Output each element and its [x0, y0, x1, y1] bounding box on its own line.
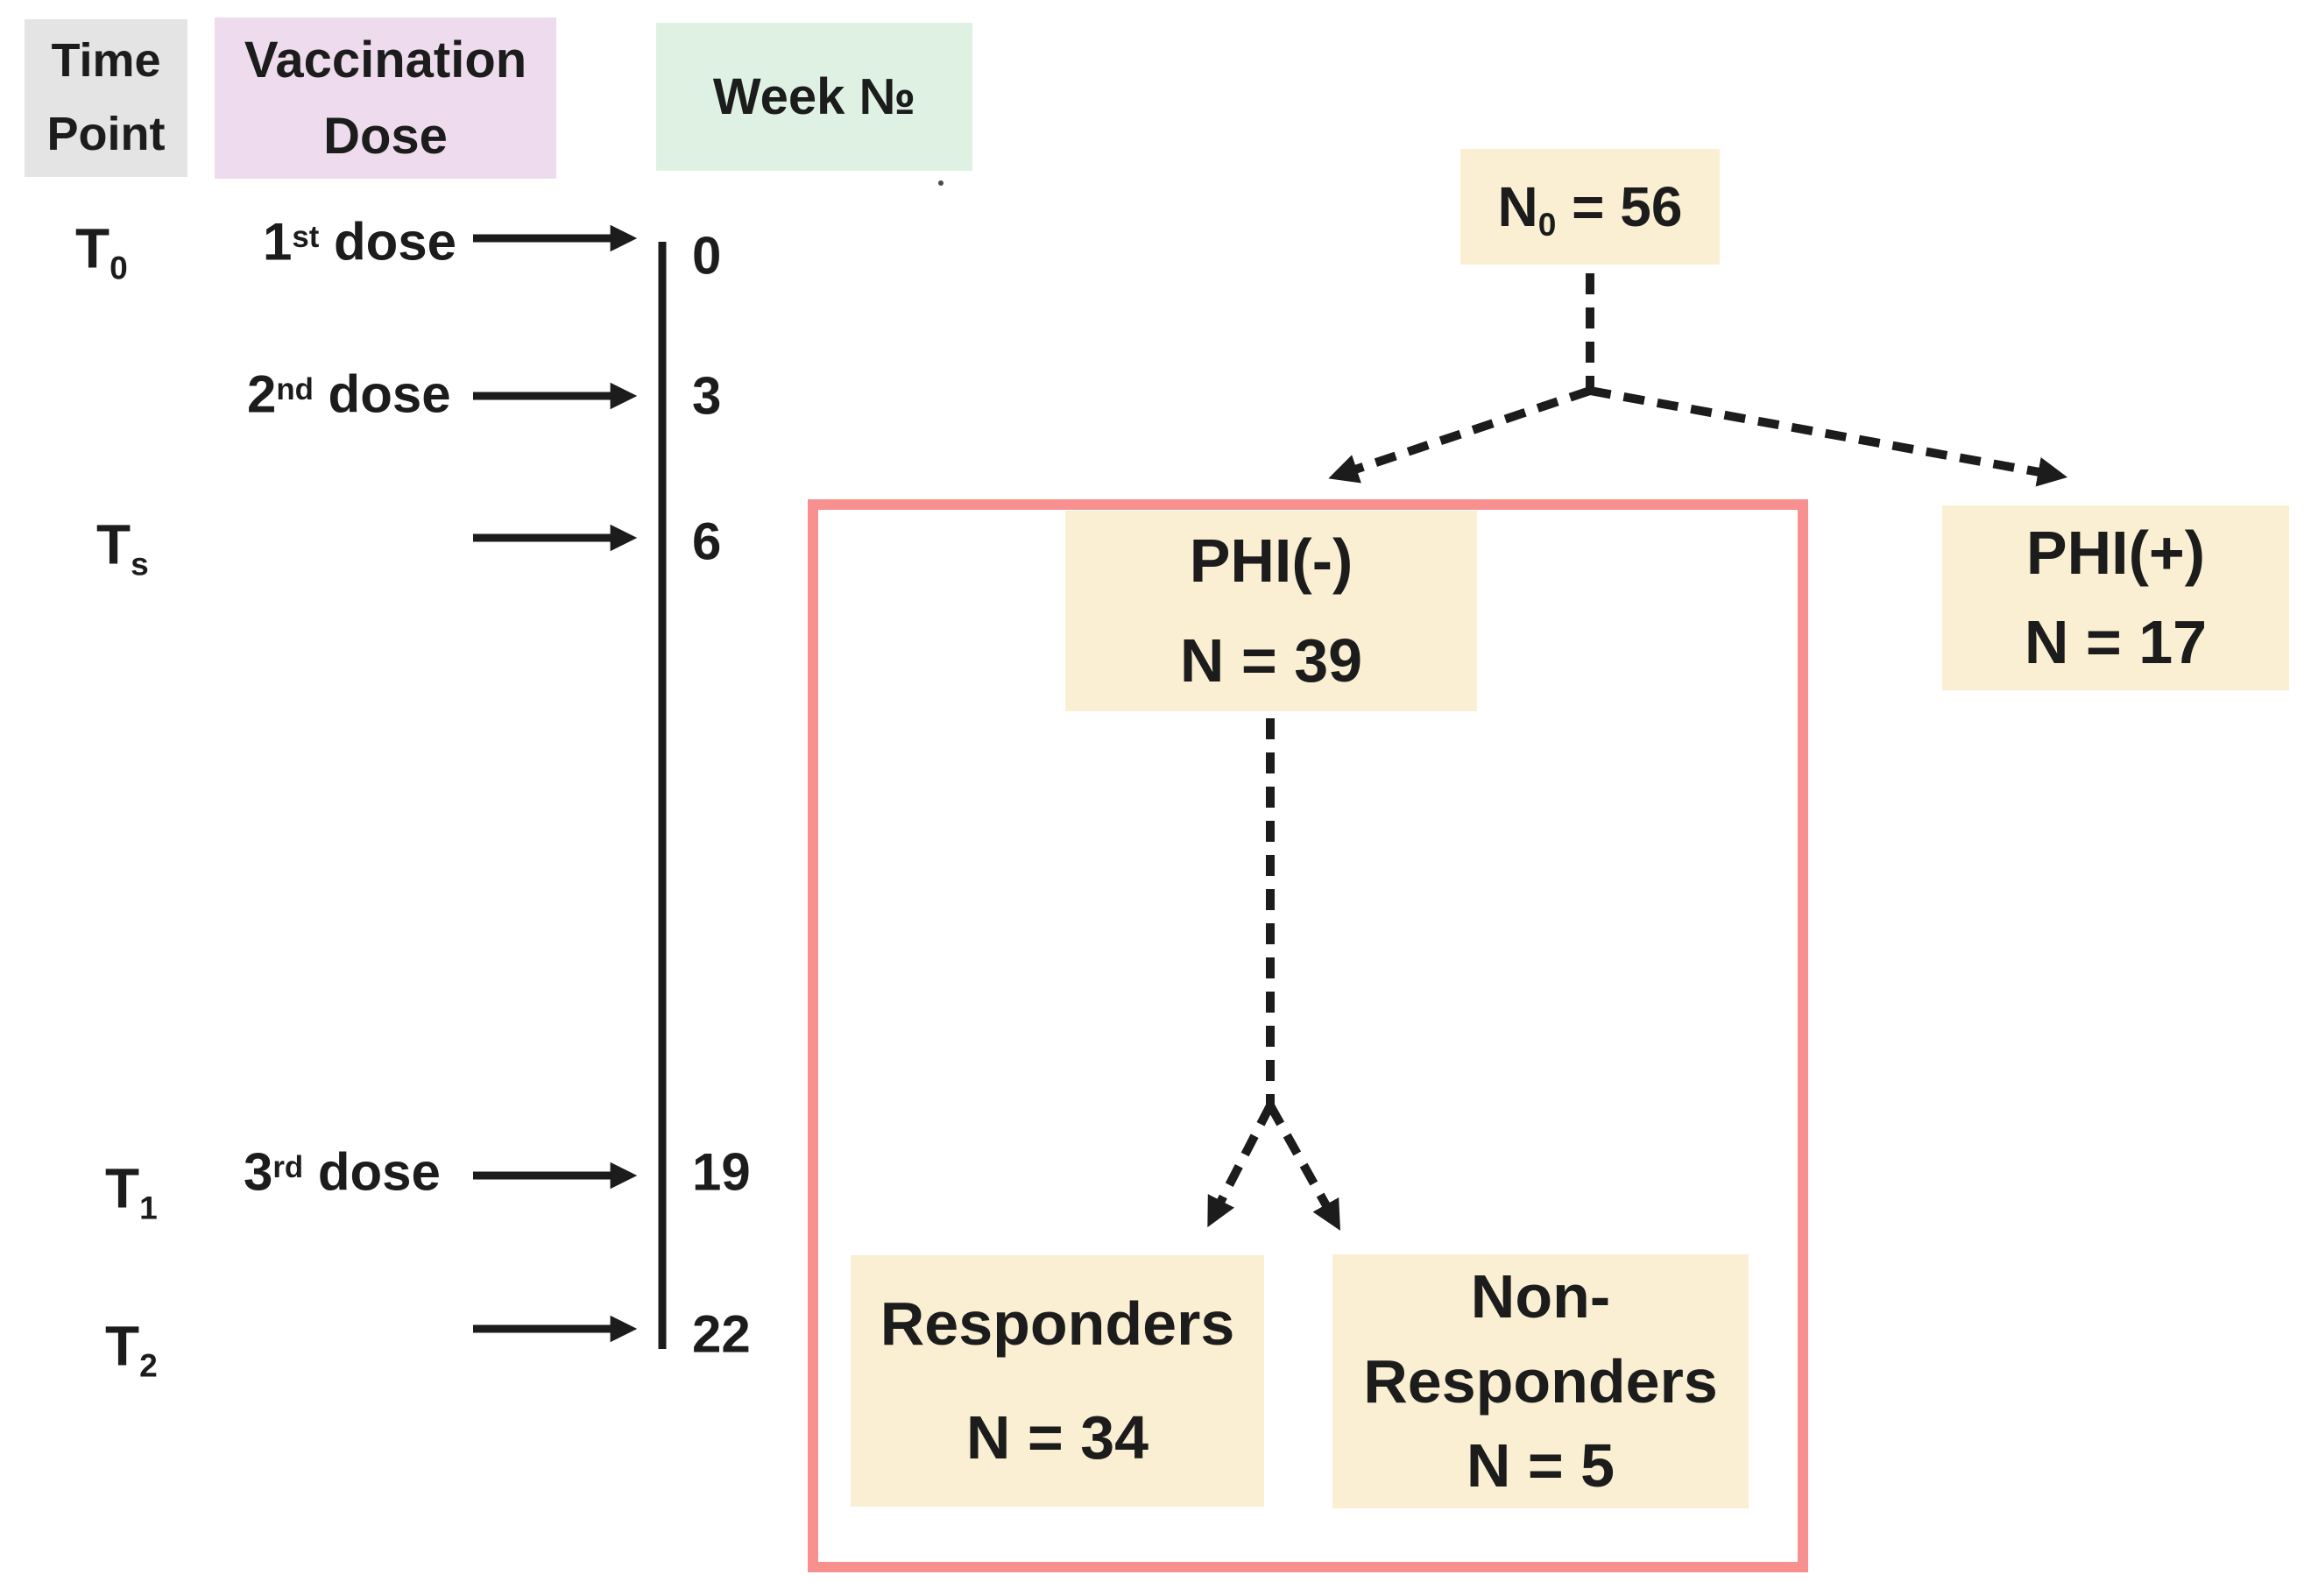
dose-3-ordinal: rd	[272, 1149, 304, 1184]
flow-node-responders: Responders N = 34	[851, 1255, 1264, 1507]
phi-positive-label: PHI(+)	[2025, 519, 2206, 587]
time-point-t2: T2	[105, 1314, 158, 1385]
responders-label: Responders	[880, 1289, 1235, 1358]
time-point-t0: T0	[75, 216, 128, 287]
phi-negative-count: N = 39	[1179, 625, 1363, 695]
split-arrow-to-phi-negative	[1328, 386, 1592, 484]
time-point-t1-letter: T	[105, 1156, 140, 1220]
time-point-t2-subscript: 2	[139, 1346, 158, 1384]
week-number-19: 19	[692, 1142, 751, 1202]
phi-negative-highlight-box	[808, 499, 1808, 1572]
week-number-6: 6	[692, 512, 722, 571]
total-n-letter: N	[1497, 174, 1538, 238]
non-responders-count: N = 5	[1466, 1431, 1615, 1501]
dose-label-1st: 1st dose	[263, 212, 456, 272]
total-n-value: = 56	[1556, 174, 1683, 238]
split-arrow-to-phi-positive	[1589, 386, 2068, 487]
total-n-subscript: 0	[1537, 205, 1557, 243]
time-point-ts-letter: T	[96, 512, 131, 576]
flow-node-non-responders: Non- Responders N = 5	[1332, 1254, 1749, 1508]
time-point-ts-subscript: s	[131, 545, 149, 583]
non-responders-label-2: Responders	[1363, 1346, 1718, 1416]
header-vaccination-dose: Vaccination Dose	[215, 18, 556, 179]
time-point-t0-subscript: 0	[110, 249, 128, 286]
dose-1-number: 1	[263, 212, 293, 272]
header-week-number: Week №	[656, 23, 972, 171]
dose-2-suffix: dose	[313, 364, 451, 424]
non-responders-label-1: Non-	[1470, 1262, 1611, 1331]
dose-3-suffix: dose	[303, 1142, 441, 1202]
dose-2-number: 2	[247, 364, 277, 424]
time-point-t1: T1	[105, 1156, 158, 1227]
dose-3-number: 3	[244, 1142, 273, 1202]
time-point-ts: Ts	[96, 512, 149, 583]
flow-node-total: N0 = 56	[1460, 149, 1720, 265]
header-time-point: Time Point	[25, 19, 187, 177]
flow-node-phi-negative: PHI(-) N = 39	[1065, 511, 1477, 711]
week-number-0: 0	[692, 226, 722, 286]
dose-label-3rd: 3rd dose	[244, 1142, 441, 1203]
dose-label-2nd: 2nd dose	[247, 364, 451, 425]
time-point-t0-letter: T	[75, 216, 110, 280]
phi-positive-count: N = 17	[2024, 607, 2208, 676]
dose-2-ordinal: nd	[276, 371, 314, 406]
dose-1-ordinal: st	[292, 219, 320, 254]
time-point-t1-subscript: 1	[139, 1189, 158, 1226]
stray-dot	[938, 180, 944, 186]
week-number-3: 3	[692, 366, 722, 426]
time-point-t2-letter: T	[105, 1314, 140, 1378]
dose-1-suffix: dose	[319, 212, 457, 272]
phi-negative-label: PHI(-)	[1189, 526, 1353, 596]
flow-node-total-label: N0 = 56	[1498, 165, 1683, 250]
flow-node-phi-positive: PHI(+) N = 17	[1942, 505, 2289, 690]
week-number-22: 22	[692, 1304, 751, 1364]
responders-count: N = 34	[965, 1402, 1149, 1472]
